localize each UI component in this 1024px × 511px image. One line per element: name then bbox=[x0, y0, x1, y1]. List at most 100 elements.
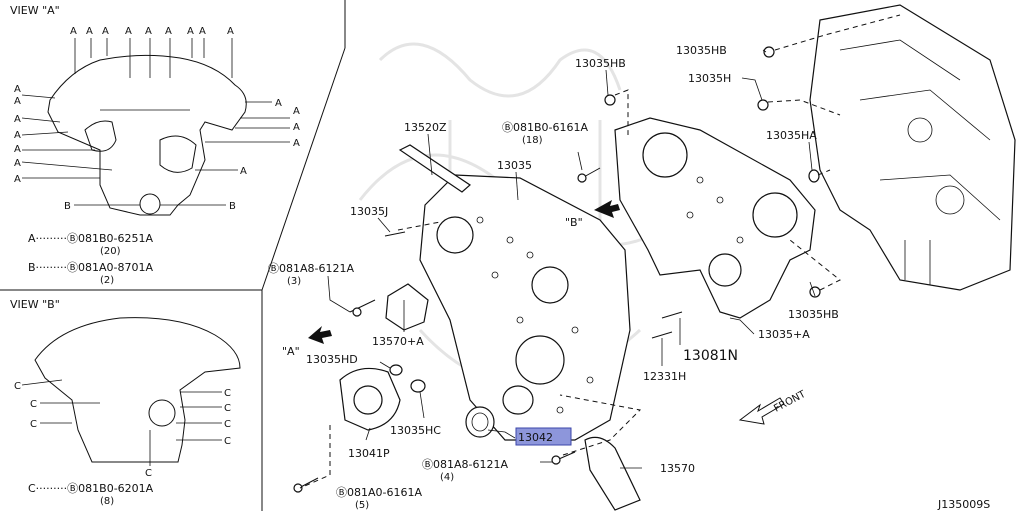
svg-text:A: A bbox=[125, 26, 132, 37]
bolt-081a0-5 bbox=[293, 477, 319, 493]
timing-cover-13035 bbox=[419, 174, 631, 441]
label-front: FRONT bbox=[772, 388, 808, 414]
view-a-title: VIEW "A" bbox=[10, 4, 60, 17]
bolt-13035j bbox=[384, 231, 406, 237]
svg-text:A: A bbox=[275, 98, 282, 109]
legend-a: A·········Ⓑ081B0-6251A bbox=[28, 232, 153, 245]
oring-ha bbox=[808, 169, 820, 183]
view-b: VIEW "B" CCC CCC CC C·········Ⓑ081B0-620… bbox=[10, 298, 241, 507]
view-b-title: VIEW "B" bbox=[10, 298, 60, 311]
label-arrow-a: "A" bbox=[282, 345, 300, 358]
label-13035hb-bottom: 13035HB bbox=[788, 308, 839, 321]
rod-13520z bbox=[398, 144, 471, 193]
label-13520z: 13520Z bbox=[404, 121, 447, 134]
oring-hb-top bbox=[604, 94, 616, 106]
front-arrow-icon bbox=[738, 397, 785, 425]
label-12331h: 12331H bbox=[643, 370, 686, 383]
bolt-081b0-18 bbox=[577, 167, 601, 183]
svg-text:B: B bbox=[229, 201, 236, 212]
label-13035h: 13035H bbox=[688, 72, 731, 85]
label-13570a: 13570+A bbox=[372, 335, 424, 348]
svg-text:C: C bbox=[14, 381, 21, 392]
svg-text:A: A bbox=[14, 114, 21, 125]
svg-text:A: A bbox=[293, 106, 300, 117]
label-13042: 13042 bbox=[518, 431, 553, 444]
svg-text:C: C bbox=[30, 419, 37, 430]
svg-text:C: C bbox=[224, 419, 231, 430]
label-13570: 13570 bbox=[660, 462, 695, 475]
svg-text:A: A bbox=[86, 26, 93, 37]
bolt-081a8-4 bbox=[551, 451, 576, 465]
svg-text:C: C bbox=[30, 399, 37, 410]
svg-text:B: B bbox=[64, 201, 71, 212]
oring-hb-tr bbox=[763, 46, 775, 58]
label-13035hc: 13035HC bbox=[390, 424, 441, 437]
legend-c-qty: (8) bbox=[100, 496, 114, 507]
svg-text:A: A bbox=[240, 166, 247, 177]
leader-lines bbox=[327, 49, 816, 469]
label-13081n: 13081N bbox=[683, 348, 738, 364]
rear-cover bbox=[614, 117, 816, 319]
oring-hd bbox=[389, 364, 403, 376]
label-13035: 13035 bbox=[497, 159, 532, 172]
diagram-ref-code: J135009S bbox=[937, 498, 990, 511]
svg-text:A: A bbox=[145, 26, 152, 37]
qty-3: (3) bbox=[287, 276, 301, 287]
legend-b: B·········Ⓑ081A0-8701A bbox=[28, 261, 153, 274]
qty-18: (18) bbox=[522, 135, 543, 146]
svg-text:A: A bbox=[14, 144, 21, 155]
label-13035j: 13035J bbox=[350, 205, 388, 218]
svg-text:A: A bbox=[14, 96, 21, 107]
svg-text:A: A bbox=[187, 26, 194, 37]
svg-text:A: A bbox=[14, 158, 21, 169]
svg-text:C: C bbox=[224, 436, 231, 447]
svg-text:A: A bbox=[14, 174, 21, 185]
svg-text:A: A bbox=[70, 26, 77, 37]
svg-text:A: A bbox=[293, 122, 300, 133]
view-b-letters: CCC CCC CC bbox=[14, 381, 231, 479]
arrow-a-icon bbox=[308, 326, 332, 344]
svg-text:A: A bbox=[165, 26, 172, 37]
qty-4: (4) bbox=[440, 472, 454, 483]
label-081a8-4: Ⓑ081A8-6121A bbox=[422, 458, 508, 471]
dowel-12331h bbox=[651, 331, 673, 339]
label-13035hb-top: 13035HB bbox=[575, 57, 626, 70]
panel-borders bbox=[0, 0, 346, 511]
svg-text:C: C bbox=[224, 388, 231, 399]
arrow-b-icon bbox=[594, 200, 620, 218]
svg-text:A: A bbox=[227, 26, 234, 37]
svg-text:C: C bbox=[224, 403, 231, 414]
qty-5: (5) bbox=[355, 500, 369, 511]
dashed-guides bbox=[299, 14, 901, 489]
svg-text:A: A bbox=[102, 26, 109, 37]
gasket-13570 bbox=[584, 436, 641, 511]
label-13035ha: 13035HA bbox=[766, 129, 817, 142]
legend-a-qty: (20) bbox=[100, 246, 121, 257]
dowel-13081n bbox=[661, 311, 683, 319]
svg-text:C: C bbox=[145, 468, 152, 479]
oil-seal-13042 bbox=[465, 385, 534, 438]
label-081a8-3: Ⓑ081A8-6121A bbox=[268, 262, 354, 275]
oring-hc bbox=[410, 379, 426, 393]
label-13035hb-topright: 13035HB bbox=[676, 44, 727, 57]
svg-text:A: A bbox=[14, 84, 21, 95]
svg-text:A: A bbox=[199, 26, 206, 37]
cover-gasket-13570a bbox=[385, 283, 429, 331]
part-labels: 13520Z 13035 13035J Ⓑ081A8-6121A (3) 135… bbox=[268, 44, 990, 511]
label-13035hd: 13035HD bbox=[306, 353, 358, 366]
pump-13041p bbox=[339, 367, 401, 431]
engine-block bbox=[809, 4, 1016, 291]
highlight-13042[interactable] bbox=[515, 427, 572, 446]
label-arrow-b: "B" bbox=[565, 216, 583, 229]
bolt-081a8-3 bbox=[349, 299, 376, 317]
svg-text:A: A bbox=[14, 130, 21, 141]
label-13035plusa: 13035+A bbox=[758, 328, 810, 341]
legend-c: C·········Ⓑ081B0-6201A bbox=[28, 482, 154, 495]
label-081b0-18: Ⓑ081B0-6161A bbox=[502, 121, 589, 134]
legend-b-qty: (2) bbox=[100, 275, 114, 286]
label-081a0-5: Ⓑ081A0-6161A bbox=[336, 486, 422, 499]
